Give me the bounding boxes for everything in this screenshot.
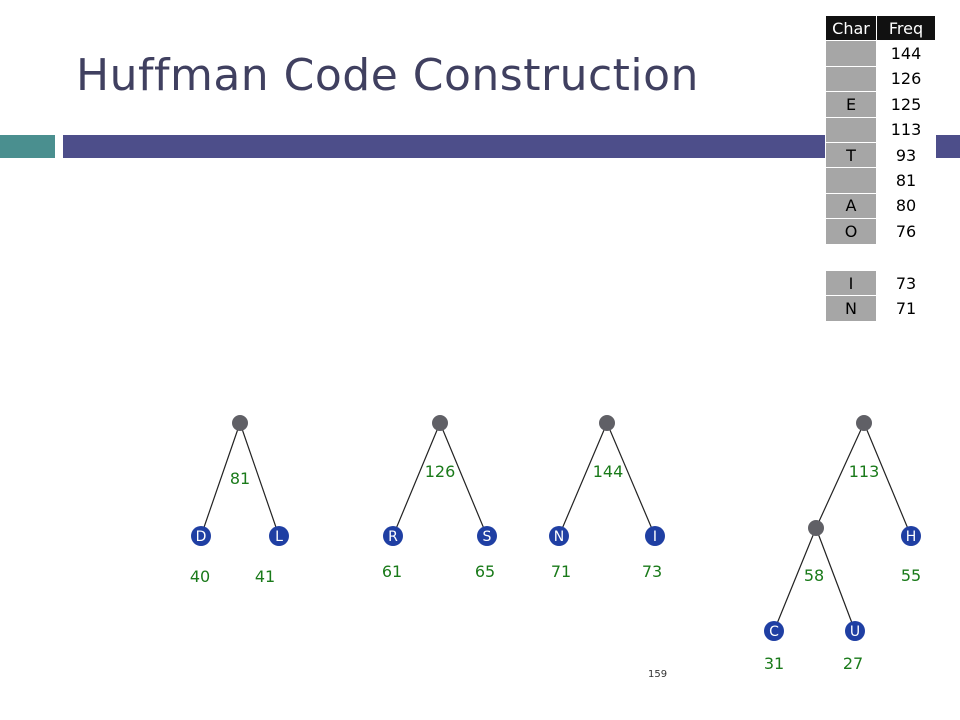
char-cell: O xyxy=(825,218,877,245)
node-weight: 126 xyxy=(425,462,456,481)
tree-edge xyxy=(863,422,912,537)
leaf-node xyxy=(845,621,865,641)
freq-cell: 81 xyxy=(876,167,936,194)
leaf-weight: 40 xyxy=(190,567,210,586)
leaf-node xyxy=(645,526,665,546)
tree-144: 144 N I 71 73 xyxy=(549,415,665,581)
leaf-weight: 65 xyxy=(475,562,495,581)
node-weight: 113 xyxy=(849,462,880,481)
leaf-node xyxy=(269,526,289,546)
leaf-char: U xyxy=(850,624,860,640)
freq-cell: 144 xyxy=(876,40,936,67)
char-cell: E xyxy=(825,91,877,118)
freq-cell: 113 xyxy=(876,116,936,143)
table-row: 144 xyxy=(825,40,936,67)
leaf-weight: 71 xyxy=(551,562,571,581)
tree-edge xyxy=(392,422,441,537)
table-row: 113 xyxy=(825,116,936,143)
leaf-weight: 61 xyxy=(382,562,402,581)
leaf-weight: 55 xyxy=(901,566,921,585)
char-cell xyxy=(825,40,877,67)
leaf-char: I xyxy=(653,529,657,545)
leaf-node xyxy=(901,526,921,546)
leaf-weight: 27 xyxy=(843,654,863,673)
leaf-char: D xyxy=(196,529,207,545)
tree-edge xyxy=(200,422,241,537)
node-weight: 58 xyxy=(804,566,824,585)
leaf-node xyxy=(191,526,211,546)
freq-cell: 76 xyxy=(876,218,936,245)
freq-cell: 93 xyxy=(876,141,936,169)
leaf-node xyxy=(383,526,403,546)
tree-node xyxy=(432,415,448,431)
table-header-freq: Freq xyxy=(876,14,936,42)
slide-title: Huffman Code Construction xyxy=(76,50,699,101)
leaf-node xyxy=(549,526,569,546)
leaf-char: S xyxy=(483,529,492,545)
freq-cell: 80 xyxy=(876,192,936,220)
leaf-node xyxy=(764,621,784,641)
char-cell xyxy=(825,116,877,143)
tree-edge xyxy=(815,422,865,529)
title-underline-bar xyxy=(63,135,960,158)
tree-edge xyxy=(239,422,280,537)
node-weight: 81 xyxy=(230,469,250,488)
freq-cell: 126 xyxy=(876,65,936,93)
table-row: 81 xyxy=(825,167,936,194)
leaf-char: L xyxy=(275,529,283,545)
leaf-char: R xyxy=(388,529,398,545)
tree-81: 81 D L 40 41 xyxy=(190,415,289,586)
title-accent-bar xyxy=(0,135,55,158)
tree-edge xyxy=(558,422,608,537)
tree-126: 126 R S 61 65 xyxy=(382,415,497,581)
tree-edge xyxy=(606,422,656,537)
char-cell xyxy=(825,167,877,194)
tree-node xyxy=(856,415,872,431)
tree-edge xyxy=(773,527,817,632)
node-weight: 144 xyxy=(593,462,624,481)
tree-node xyxy=(232,415,248,431)
leaf-node xyxy=(477,526,497,546)
tree-node xyxy=(808,520,824,536)
tree-113: 113 H 58 55 C U 31 27 xyxy=(764,415,921,673)
leaf-weight: 73 xyxy=(642,562,662,581)
tree-node xyxy=(599,415,615,431)
tree-edge xyxy=(815,527,856,632)
leaf-weight: 41 xyxy=(255,567,275,586)
leaf-char: N xyxy=(554,529,564,545)
leaf-weight: 31 xyxy=(764,654,784,673)
char-cell xyxy=(825,65,877,93)
freq-cell: 125 xyxy=(876,91,936,118)
freq-cell: 71 xyxy=(876,295,936,322)
leaf-char: H xyxy=(906,529,917,545)
leaf-char: C xyxy=(769,624,779,640)
table-row: 126 xyxy=(825,65,936,93)
tree-edge xyxy=(439,422,488,537)
char-cell: T xyxy=(825,141,877,169)
page-number: 159 xyxy=(648,669,668,680)
